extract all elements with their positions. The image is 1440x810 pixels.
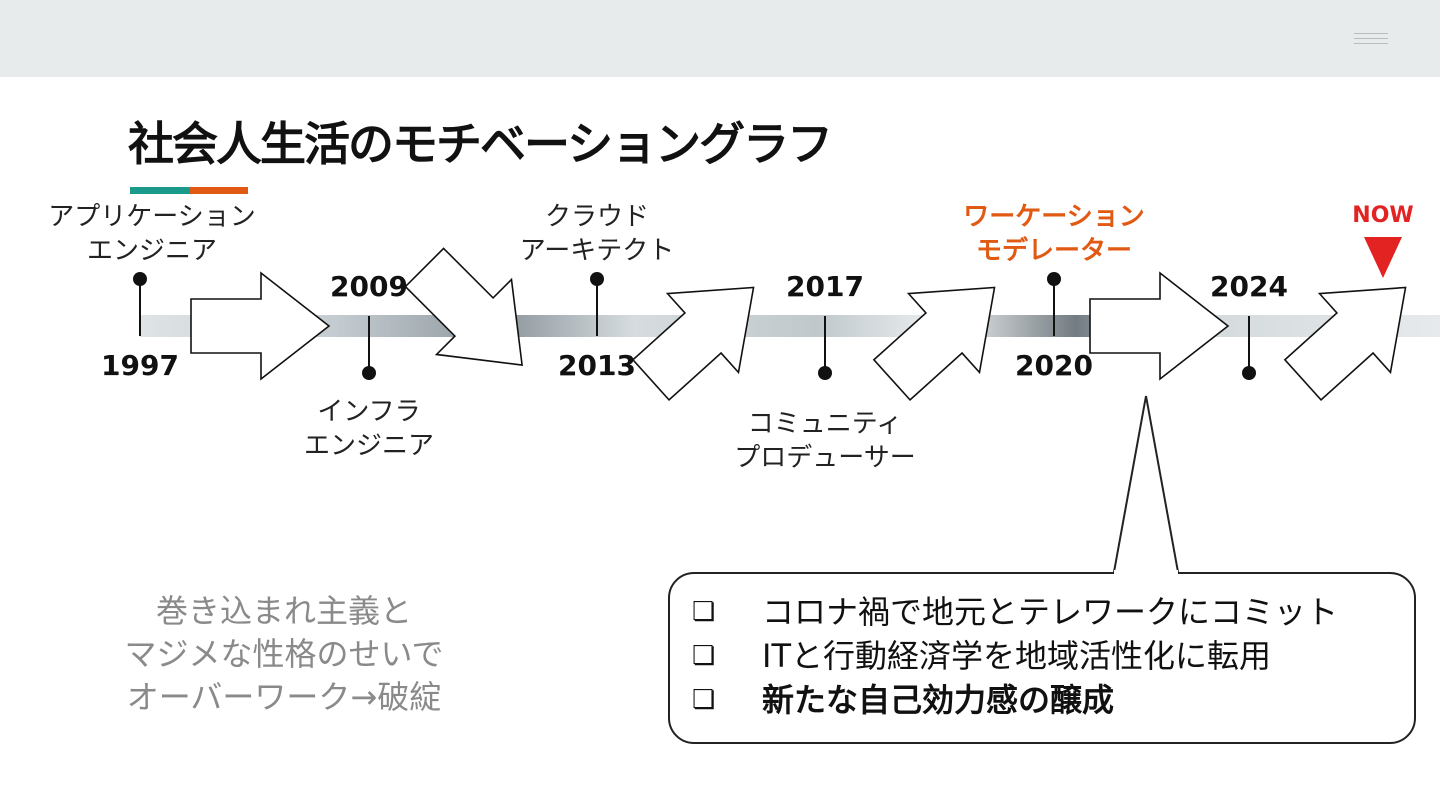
event-role: アプリケーションエンジニア xyxy=(48,200,255,268)
top-bar xyxy=(0,0,1440,77)
event-role-line: モデレーター xyxy=(975,236,1133,266)
event-year: 2020 xyxy=(1015,349,1093,382)
checkbox-icon: ❏ xyxy=(692,685,716,715)
accent-bar-orange xyxy=(190,187,248,194)
event-year: 2013 xyxy=(558,349,636,382)
event-role: ワーケーションモデレーター xyxy=(963,200,1144,268)
page-title: 社会人生活のモチベーショングラフ xyxy=(128,117,833,171)
motivation-arrow-icon xyxy=(1089,271,1230,381)
motivation-arrow-icon xyxy=(872,286,996,402)
callout-box xyxy=(668,572,1416,744)
checkbox-icon: ❏ xyxy=(692,597,716,627)
event-role-line: アーキテクト xyxy=(519,236,675,266)
callout-item-text: コロナ禍で地元とテレワークにコミット xyxy=(762,593,1339,631)
now-marker-icon xyxy=(1364,237,1402,278)
motivation-arrow-icon xyxy=(1283,286,1407,402)
event-role-line: エンジニア xyxy=(303,431,435,461)
event-year: 2024 xyxy=(1210,270,1288,303)
event-role-line: クラウド xyxy=(544,202,650,232)
event-dot xyxy=(133,272,147,286)
event-role-line: コミュニティ xyxy=(747,409,903,439)
timeline-band xyxy=(140,315,1440,337)
callout-item: ❏ ITと行動経済学を地域活性化に転用 xyxy=(692,634,1338,678)
motivation-arrow-icon xyxy=(631,286,755,402)
callout-pointer xyxy=(1112,395,1180,573)
event-role: インフラエンジニア xyxy=(304,395,434,463)
event-role-line: インフラ xyxy=(317,397,421,427)
menu-icon[interactable] xyxy=(1354,33,1388,45)
reflection-quote: 巻き込まれ主義と マジメな性格のせいで オーバーワーク→破綻 xyxy=(124,590,443,719)
event-dot xyxy=(1242,366,1256,380)
event-dot xyxy=(362,366,376,380)
quote-line: オーバーワーク→破綻 xyxy=(126,678,442,716)
quote-line: マジメな性格のせいで xyxy=(124,635,444,673)
motivation-arrow-icon xyxy=(190,271,331,381)
callout-pointer-join xyxy=(1114,570,1178,576)
callout-list: ❏ コロナ禍で地元とテレワークにコミット ❏ ITと行動経済学を地域活性化に転用 ❏… xyxy=(692,590,1338,722)
motivation-arrow-icon xyxy=(404,247,524,367)
event-year: 2009 xyxy=(330,270,408,303)
event-year: 1997 xyxy=(101,349,179,382)
event-role: クラウドアーキテクト xyxy=(520,200,674,268)
event-role-line: アプリケーション xyxy=(48,202,256,232)
accent-bar-teal xyxy=(130,187,190,194)
checkbox-icon: ❏ xyxy=(692,641,716,671)
callout-item-text: ITと行動経済学を地域活性化に転用 xyxy=(762,637,1271,675)
quote-line: 巻き込まれ主義と xyxy=(155,592,413,630)
event-role-line: エンジニア xyxy=(86,236,218,266)
event-year: 2017 xyxy=(786,270,864,303)
event-dot xyxy=(1047,272,1061,286)
event-dot xyxy=(590,272,604,286)
callout-item: ❏ 新たな自己効力感の醸成 xyxy=(692,678,1338,722)
event-dot xyxy=(818,366,832,380)
now-label: NOW xyxy=(1352,203,1414,228)
callout-item-text: 新たな自己効力感の醸成 xyxy=(762,681,1115,719)
event-role-line: プロデューサー xyxy=(734,443,916,473)
event-role: コミュニティプロデューサー xyxy=(734,407,915,475)
callout-item: ❏ コロナ禍で地元とテレワークにコミット xyxy=(692,590,1338,634)
event-role-line: ワーケーション xyxy=(963,202,1145,232)
